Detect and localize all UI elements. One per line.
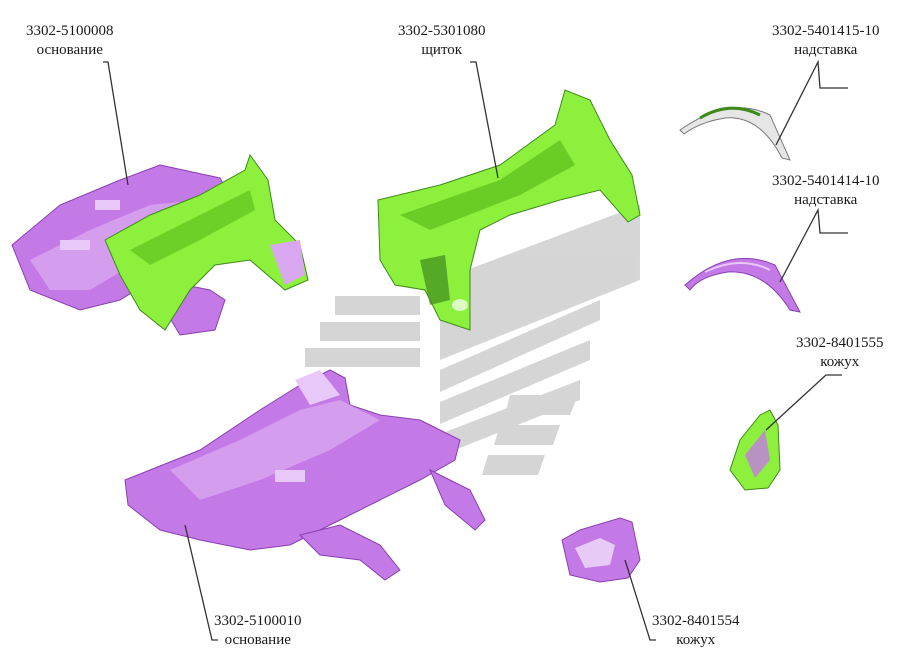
part-number: 3302-8401555 — [796, 335, 884, 351]
part-number: 3302-5100008 — [26, 23, 114, 39]
part-extension-5401415 — [679, 106, 791, 161]
leader-line-p5 — [765, 374, 842, 431]
leader-line-p1 — [103, 61, 129, 186]
part-number: 3302-5100010 — [214, 613, 302, 629]
part-number: 3302-5401415-10 — [772, 23, 880, 39]
label-part-2: 3302-5301080 щиток — [398, 22, 486, 60]
leader-line-p7 — [624, 559, 656, 641]
part-name: надставка — [794, 42, 858, 58]
label-part-4: 3302-5401414-10 надставка — [772, 172, 880, 210]
watermark-logo — [305, 205, 640, 475]
label-part-7: 3302-8401554 кожух — [652, 612, 740, 650]
part-name: кожух — [676, 632, 716, 648]
part-panel-5301080 — [377, 89, 641, 331]
part-name: щиток — [421, 42, 463, 58]
leader-line-p4 — [779, 207, 848, 283]
part-cover-8401555 — [729, 409, 781, 491]
part-extension-5401414 — [684, 257, 801, 313]
part-number: 3302-5401414-10 — [772, 173, 880, 189]
part-name: надставка — [794, 192, 858, 208]
part-cover-8401554 — [561, 517, 641, 583]
label-part-1: 3302-5100008 основание — [26, 22, 114, 60]
leader-line-p2 — [470, 61, 499, 179]
label-part-3: 3302-5401415-10 надставка — [772, 22, 880, 60]
leader-line-p6 — [184, 524, 218, 641]
part-panel-green-left — [104, 153, 309, 331]
part-name: основание — [224, 632, 291, 648]
leader-lines — [103, 59, 848, 641]
part-name: основание — [36, 42, 103, 58]
part-number: 3302-5301080 — [398, 23, 486, 39]
label-part-6: 3302-5100010 основание — [214, 612, 302, 650]
leader-line-p3 — [775, 59, 848, 146]
label-part-5: 3302-8401555 кожух — [796, 334, 884, 372]
part-name: кожух — [820, 354, 860, 370]
part-base-5100010 — [124, 369, 486, 581]
part-number: 3302-8401554 — [652, 613, 740, 629]
